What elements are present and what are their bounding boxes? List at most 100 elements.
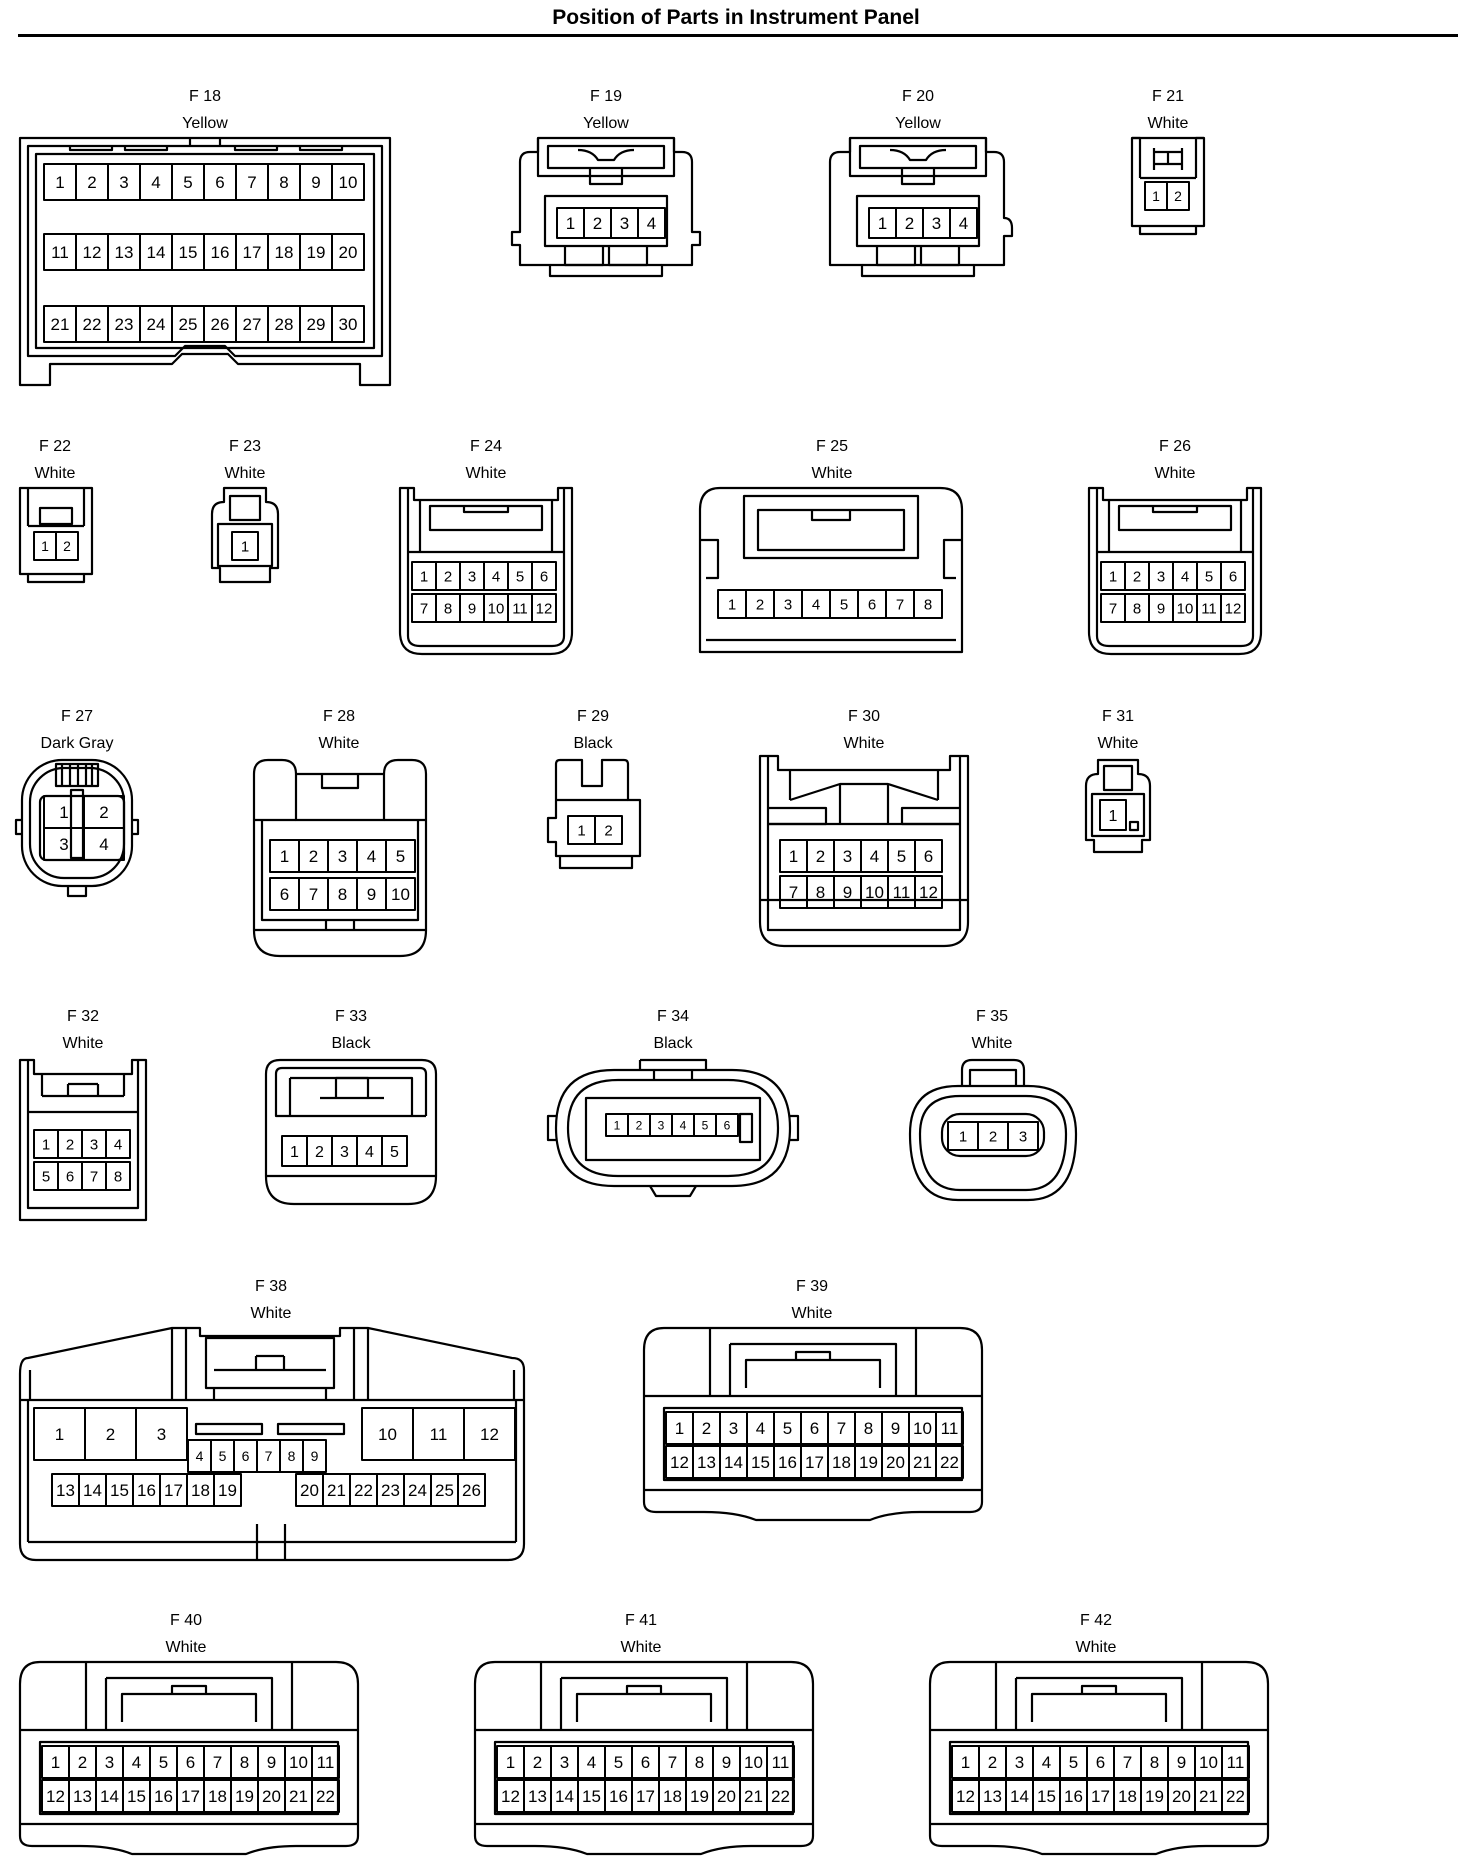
pin-number: 13 <box>528 1787 547 1806</box>
pin-number: 1 <box>55 173 64 192</box>
pin-number: 21 <box>744 1787 763 1806</box>
pin-number: 16 <box>609 1787 628 1806</box>
pin-number: 3 <box>1157 568 1165 585</box>
pin-number: 7 <box>309 885 318 904</box>
pin-number: 2 <box>604 822 612 839</box>
pin-number: 22 <box>1226 1787 1245 1806</box>
connector-color: Black <box>573 735 613 752</box>
pin-number: 2 <box>702 1419 711 1438</box>
pin-number: 3 <box>932 214 941 233</box>
pin-number: 11 <box>772 1753 790 1772</box>
pin-cell <box>311 1745 340 1779</box>
pin-number: 13 <box>115 243 134 262</box>
pin-cell <box>213 1473 242 1507</box>
pin-number: 2 <box>78 1753 87 1772</box>
pin-cell <box>302 1439 327 1473</box>
pin-number: 17 <box>243 243 262 262</box>
pin-cell <box>311 1779 340 1813</box>
connector-f31: F 31 White <box>1084 708 1152 854</box>
connector-housing <box>1084 758 1152 854</box>
pin-number: 3 <box>468 568 476 585</box>
pin-number: 23 <box>381 1481 400 1500</box>
pin-number: 12 <box>536 600 553 617</box>
title-rule <box>18 34 1458 37</box>
pin-cell <box>1221 1779 1250 1813</box>
pin-number: 6 <box>1229 568 1237 585</box>
pin-cell <box>331 163 365 201</box>
connector-code: F 20 <box>902 88 934 105</box>
pin-number: 5 <box>614 1753 623 1772</box>
pin-number: 7 <box>247 173 256 192</box>
pin-number: 2 <box>315 1144 324 1161</box>
pin-number: 1 <box>420 568 428 585</box>
pin-number: 5 <box>1205 568 1213 585</box>
pin-cell <box>55 531 79 561</box>
pin-number: 1 <box>241 538 249 555</box>
pin-number: 10 <box>913 1419 932 1438</box>
pin-number: 2 <box>106 1425 115 1444</box>
pin-grid-f31: 1 <box>1099 799 1127 831</box>
pin-number: 2 <box>905 214 914 233</box>
pin-cell <box>531 561 557 591</box>
connector-color: White <box>63 1035 104 1052</box>
pin-number: 8 <box>279 173 288 192</box>
pin-number: 21 <box>327 1481 346 1500</box>
pin-number: 26 <box>462 1481 481 1500</box>
pin-number: 4 <box>680 1118 687 1132</box>
pin-number: 2 <box>816 847 825 866</box>
pin-number: 13 <box>73 1787 92 1806</box>
connector-housing <box>18 1326 526 1562</box>
pin-number: 12 <box>83 243 102 262</box>
pin-number: 6 <box>724 1118 731 1132</box>
connector-color: Yellow <box>182 115 228 132</box>
pin-number: 4 <box>367 847 376 866</box>
pin-cell <box>385 839 416 873</box>
pin-number: 15 <box>751 1453 770 1472</box>
pin-number: 4 <box>196 1448 204 1464</box>
pin-cell <box>914 839 943 873</box>
pin-number: 18 <box>191 1481 210 1500</box>
connector-f33: F 33 Black <box>264 1008 438 1206</box>
pin-number: 9 <box>367 885 376 904</box>
connector-code: F 32 <box>67 1008 99 1025</box>
pin-number: 19 <box>218 1481 237 1500</box>
pin-cell <box>531 593 557 623</box>
pin-number: 10 <box>289 1753 308 1772</box>
pin-number: 3 <box>90 1136 98 1153</box>
connector-f21: F 21 White <box>1130 88 1206 236</box>
connector-f22: F 22 White <box>18 438 94 584</box>
pin-number: 8 <box>1133 600 1141 617</box>
connector-code: F 28 <box>323 708 355 725</box>
pin-number: 2 <box>989 1128 997 1145</box>
connector-code: F 21 <box>1152 88 1184 105</box>
pin-number: 9 <box>468 600 476 617</box>
pin-number: 8 <box>240 1753 249 1772</box>
pin-cell <box>715 1113 739 1137</box>
pin-cell <box>914 875 943 909</box>
pin-number: 4 <box>365 1144 374 1161</box>
pin-number: 3 <box>620 214 629 233</box>
connector-f30: F 30 White <box>758 708 970 948</box>
connector-code: F 42 <box>1080 1612 1112 1629</box>
pin-number: 2 <box>66 1136 74 1153</box>
connector-color: White <box>319 735 360 752</box>
connector-housing <box>698 486 964 654</box>
connector-code: F 39 <box>796 1278 828 1295</box>
pin-number: 18 <box>1118 1787 1137 1806</box>
pin-number: 19 <box>307 243 326 262</box>
pin-number: 2 <box>756 596 764 613</box>
pin-number: 18 <box>663 1787 682 1806</box>
pin-number: 1 <box>728 596 736 613</box>
pin-number: 1 <box>566 214 575 233</box>
pin-number: 17 <box>1091 1787 1110 1806</box>
connector-code: F 31 <box>1102 708 1134 725</box>
pin-cell <box>594 815 623 845</box>
pin-number: 3 <box>658 1118 665 1132</box>
pin-number: 18 <box>275 243 294 262</box>
